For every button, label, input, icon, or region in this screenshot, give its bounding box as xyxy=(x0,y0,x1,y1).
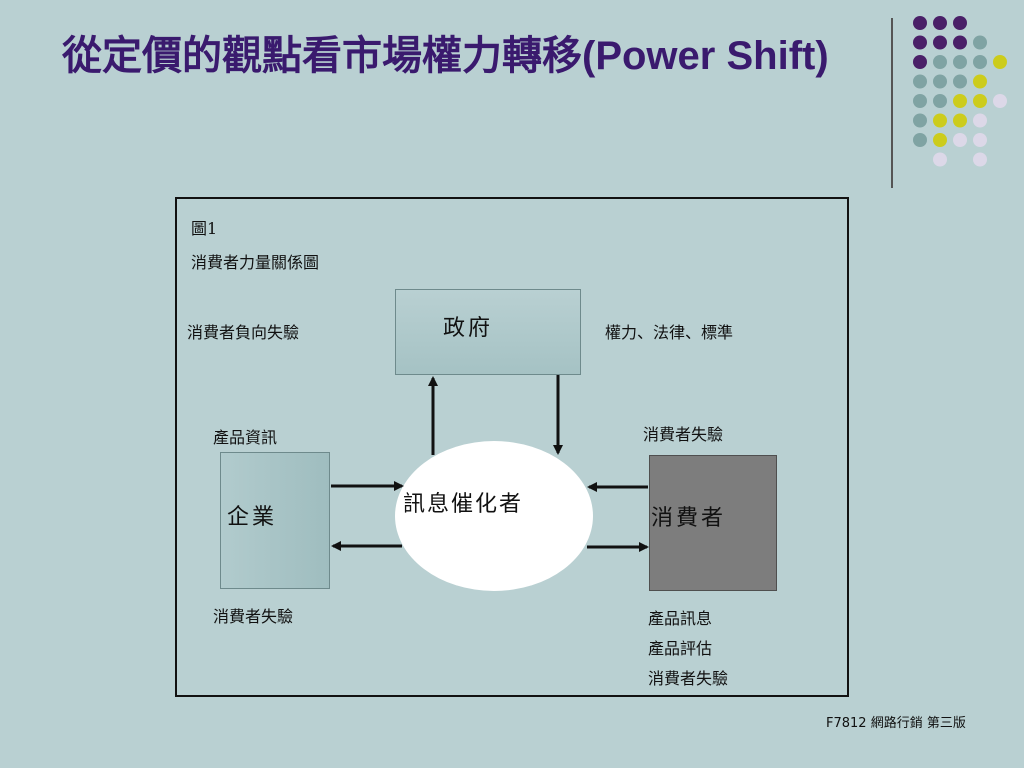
footer-text: F7812 網路行銷 第三版 xyxy=(826,716,966,731)
decorative-dot xyxy=(953,55,967,69)
annotation-consumer-disconfirmation-left: 消費者失驗 xyxy=(213,607,294,626)
slide-title: 從定價的觀點看市場權力轉移(Power Shift) xyxy=(62,34,829,78)
diagram-frame: 圖1 消費者力量關係圖 消費者負向失驗 權力、法律、標準 產品資訊 消費者失驗 … xyxy=(175,197,849,697)
decorative-dot xyxy=(993,55,1007,69)
info-catalyst-ellipse xyxy=(395,441,593,591)
decorative-dot xyxy=(933,113,947,128)
decorative-dot xyxy=(973,133,987,147)
decorative-dot xyxy=(973,113,987,128)
decorative-dot xyxy=(953,16,967,30)
annotation-product-message: 產品訊息 xyxy=(648,609,713,628)
decorative-dot xyxy=(973,55,987,69)
decorative-dot xyxy=(933,74,947,89)
decorative-dot xyxy=(933,152,947,167)
title-divider xyxy=(891,18,893,188)
enterprise-label: 企業 xyxy=(227,505,278,530)
consumer-label: 消費者 xyxy=(651,506,727,531)
decorative-dot xyxy=(993,94,1007,108)
decorative-dot xyxy=(953,35,967,50)
decorative-dot xyxy=(953,74,967,89)
annotation-consumer-disconfirmation-upper: 消費者失驗 xyxy=(643,425,724,444)
decorative-dot xyxy=(953,133,967,147)
figure-number: 圖1 xyxy=(191,219,218,238)
enterprise-box xyxy=(220,452,330,589)
annotation-consumer-disconfirmation-lower: 消費者失驗 xyxy=(648,669,729,688)
government-label: 政府 xyxy=(443,316,494,341)
decorative-dot xyxy=(933,94,947,108)
decorative-dot xyxy=(973,94,987,108)
decorative-dot xyxy=(913,94,927,108)
decorative-dot xyxy=(913,133,927,147)
annotation-power-law-standards: 權力、法律、標準 xyxy=(605,323,734,342)
decorative-dot xyxy=(913,74,927,89)
decorative-dot xyxy=(933,35,947,50)
government-box xyxy=(395,289,581,375)
decorative-dot xyxy=(913,113,927,128)
decorative-dot xyxy=(913,35,927,50)
decorative-dot xyxy=(953,113,967,128)
decorative-dot xyxy=(973,35,987,50)
decorative-dot xyxy=(933,133,947,147)
annotation-product-evaluation: 產品評估 xyxy=(648,639,713,658)
decorative-dot xyxy=(953,94,967,108)
annotation-consumer-negative-disconfirmation: 消費者負向失驗 xyxy=(187,323,300,342)
info-catalyst-label: 訊息催化者 xyxy=(403,492,524,517)
flow-arrows xyxy=(331,375,649,552)
figure-caption: 消費者力量關係圖 xyxy=(191,253,320,272)
annotation-product-info: 產品資訊 xyxy=(213,428,278,447)
decorative-dot xyxy=(973,74,987,89)
decorative-dot xyxy=(913,16,927,30)
decorative-dot xyxy=(933,16,947,30)
consumer-box xyxy=(649,455,777,591)
decorative-dot xyxy=(933,55,947,69)
decorative-dot xyxy=(913,55,927,69)
decorative-dot-grid xyxy=(913,16,1007,167)
decorative-dot xyxy=(973,152,987,167)
